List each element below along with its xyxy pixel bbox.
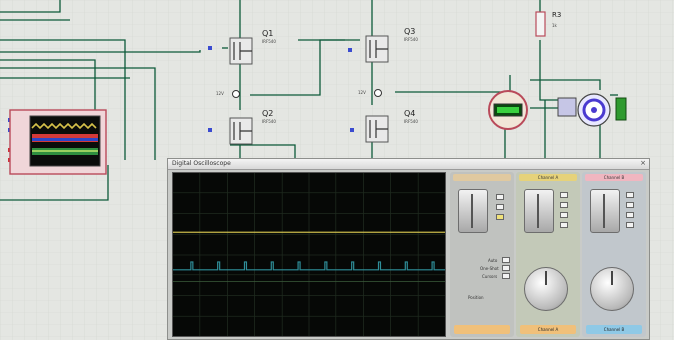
q1-part: IRF540 [262, 39, 276, 44]
channel-b-footer: Channel B [586, 325, 642, 334]
trace-channel-b [173, 261, 445, 271]
mosfet-q4[interactable] [365, 115, 389, 143]
channel-b-volts-dial[interactable] [590, 267, 634, 311]
signal-generator[interactable] [9, 109, 107, 175]
resistor-r3[interactable] [535, 11, 546, 37]
oscilloscope-display [173, 173, 445, 336]
channel-a-header: Channel A [519, 174, 577, 181]
trigger-label: One-Shot [480, 266, 499, 271]
terminal-right-label: 12V [358, 90, 366, 95]
trigger-panel: Auto One-Shot Cursors Position [450, 172, 514, 337]
one-shot-button[interactable] [502, 265, 510, 271]
trigger-button[interactable] [496, 214, 504, 220]
channel-a-button[interactable] [560, 212, 568, 218]
close-icon[interactable]: × [640, 159, 646, 167]
channel-b-button[interactable] [626, 212, 634, 218]
oscilloscope-title: Digital Oscilloscope [172, 160, 231, 167]
ammeter[interactable] [488, 90, 528, 130]
oscilloscope-window[interactable]: Digital Oscilloscope × Auto One-Shot Cur… [167, 158, 650, 340]
dc-motor[interactable] [557, 93, 627, 127]
channel-a-button[interactable] [560, 192, 568, 198]
channel-a-button[interactable] [560, 202, 568, 208]
terminal-right-node[interactable] [374, 89, 382, 97]
trigger-label: Auto [488, 258, 498, 263]
q2-label: Q2 [262, 109, 274, 118]
oscilloscope-screen[interactable] [172, 172, 446, 337]
trigger-label: Cursors [482, 274, 498, 279]
trigger-level-knob[interactable] [458, 189, 488, 233]
oscilloscope-controls: Auto One-Shot Cursors Position Channel A… [450, 172, 647, 337]
channel-a-position-knob[interactable] [524, 189, 554, 233]
r3-label: R3 [552, 11, 562, 19]
cursors-button[interactable] [502, 273, 510, 279]
trigger-button[interactable] [496, 204, 504, 210]
mosfet-q1[interactable] [229, 37, 253, 65]
q2-part: IRF540 [262, 119, 276, 124]
oscilloscope-titlebar[interactable]: Digital Oscilloscope × [168, 159, 649, 170]
auto-button[interactable] [502, 257, 510, 263]
r3-value: 1k [552, 23, 557, 28]
q4-label: Q4 [404, 109, 416, 118]
channel-b-button[interactable] [626, 202, 634, 208]
channel-b-header: Channel B [585, 174, 643, 181]
channel-a-panel: Channel A Channel A [516, 172, 580, 337]
q1-label: Q1 [262, 29, 274, 38]
position-label: Position [468, 295, 484, 300]
channel-b-button[interactable] [626, 222, 634, 228]
circuit-wires [0, 0, 618, 201]
channel-b-panel: Channel B Channel B [582, 172, 646, 337]
q3-part: IRF540 [404, 37, 418, 42]
channel-a-footer: Channel A [520, 325, 576, 334]
channel-b-position-knob[interactable] [590, 189, 620, 233]
terminal-left-node[interactable] [232, 90, 240, 98]
channel-a-volts-dial[interactable] [524, 267, 568, 311]
trigger-button[interactable] [496, 194, 504, 200]
q3-label: Q3 [404, 27, 416, 36]
q4-part: IRF540 [404, 119, 418, 124]
mosfet-q2[interactable] [229, 117, 253, 145]
terminal-left-label: 12V [216, 91, 224, 96]
channel-b-button[interactable] [626, 192, 634, 198]
channel-a-button[interactable] [560, 222, 568, 228]
mosfet-q3[interactable] [365, 35, 389, 63]
